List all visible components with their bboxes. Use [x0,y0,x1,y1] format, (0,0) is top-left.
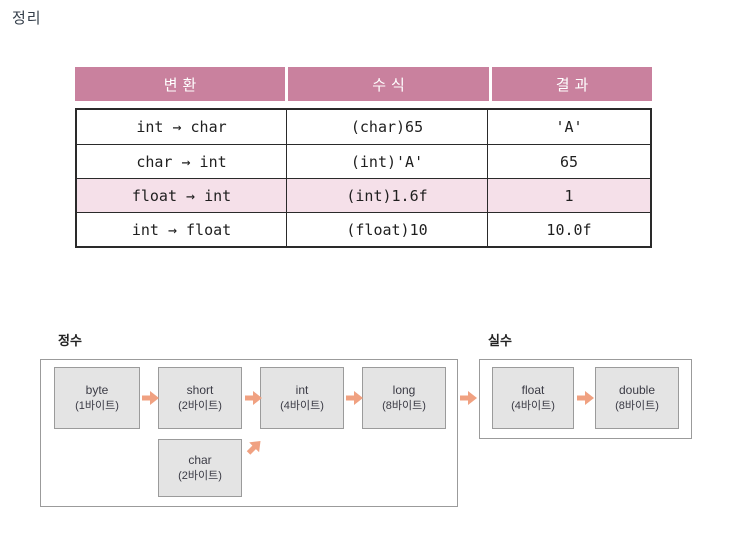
type-box-short: short (2바이트) [158,367,242,429]
type-box-byte: byte (1바이트) [54,367,140,429]
type-name: int [295,383,309,398]
arrow-short-to-int-icon [245,391,262,405]
type-size: (8바이트) [382,399,426,412]
cell-conversion: char → int [77,145,287,178]
cell-result: 'A' [555,118,583,136]
cell-conversion: int → char [77,110,287,144]
cell-result: 10.0f [546,220,592,239]
table-row: char → int (int)'A' 65 [77,144,650,178]
type-box-long: long (8바이트) [362,367,446,429]
cell-expression: (float)10 [287,213,488,246]
type-size: (2바이트) [178,469,222,482]
table-header-result: 결과 [492,67,652,101]
cell-result: 65 [559,152,579,171]
type-size: (8바이트) [615,399,659,412]
cell-expression: (char)65 [287,110,488,144]
page-title: 정리 [12,10,42,27]
type-name: float [521,383,545,398]
cell-conversion: int → float [77,213,287,246]
integer-group-label: 정수 [58,333,82,348]
arrow-float-to-double-icon [577,391,594,405]
type-size: (4바이트) [280,399,324,412]
type-size: (4바이트) [511,399,555,412]
table-body: int → char (char)65 'A' char → int (int)… [75,108,652,248]
type-name: long [392,383,416,398]
type-box-double: double (8바이트) [595,367,679,429]
table-row-highlighted: float → int (int)1.6f 1 [77,178,650,212]
table-header-expression: 수식 [288,67,489,101]
type-box-char: char (2바이트) [158,439,242,497]
type-size: (1바이트) [75,399,119,412]
table-header-row: 변환 수식 결과 [75,67,652,101]
arrow-byte-to-short-icon [142,391,159,405]
type-box-float: float (4바이트) [492,367,574,429]
cell-expression: (int)1.6f [287,179,488,212]
arrow-int-to-long-icon [346,391,363,405]
type-box-int: int (4바이트) [260,367,344,429]
type-name: double [618,383,656,398]
conversion-table: 변환 수식 결과 int → char (char)65 'A' char → … [75,67,652,248]
arrow-char-to-int-icon [244,436,266,458]
type-name: char [188,453,212,468]
table-row: int → char (char)65 'A' [77,110,650,144]
cell-conversion: float → int [77,179,287,212]
type-name: byte [85,383,109,398]
type-size: (2바이트) [178,399,222,412]
cell-expression: (int)'A' [287,145,488,178]
table-row: int → float (float)10 10.0f [77,212,650,246]
cell-result: 1 [564,186,574,205]
real-group-label: 실수 [488,333,512,348]
type-name: short [186,383,214,398]
arrow-long-to-float-icon [460,391,477,405]
table-header-conversion: 변환 [75,67,285,101]
